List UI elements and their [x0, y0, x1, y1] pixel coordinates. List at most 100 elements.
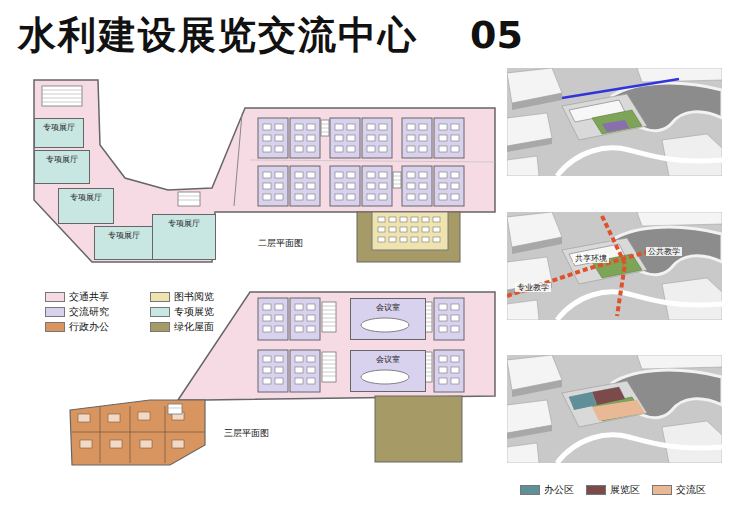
meeting-room: 会议室 — [350, 350, 426, 392]
desk — [439, 135, 447, 141]
legend-text: 专项展览 — [174, 306, 214, 318]
legend-swatch — [150, 322, 170, 332]
legend-text: 交通共享 — [69, 291, 109, 303]
building-side — [507, 282, 552, 296]
stair-tread — [322, 322, 336, 323]
room — [290, 166, 320, 206]
stair-tread — [393, 184, 401, 185]
legend-swatch — [520, 485, 540, 495]
desk — [263, 326, 271, 332]
room-name: 专项展厅 — [95, 230, 153, 241]
flow-arrow — [602, 216, 625, 316]
second-floor-plan — [34, 80, 495, 262]
desk — [295, 146, 303, 152]
desk — [335, 172, 343, 178]
axis-line — [562, 79, 679, 98]
desk — [439, 315, 447, 321]
desk — [400, 217, 407, 222]
desk — [108, 414, 120, 422]
desk — [335, 146, 343, 152]
floor-outline — [178, 292, 495, 400]
exhibition-room: 专项展厅 — [152, 214, 216, 260]
desk — [275, 146, 283, 152]
partition — [100, 406, 101, 463]
desk — [451, 378, 459, 384]
desk — [439, 172, 447, 178]
desk — [295, 183, 303, 189]
stair-tread — [178, 200, 200, 201]
desk — [367, 124, 375, 130]
context-building — [507, 443, 539, 463]
desk — [263, 378, 271, 384]
desk — [335, 194, 343, 200]
green-roof — [357, 212, 460, 262]
desk — [367, 172, 375, 178]
desk — [411, 227, 418, 232]
room — [434, 350, 464, 392]
site — [562, 381, 647, 427]
green-roof — [592, 110, 642, 134]
green-roof — [375, 396, 462, 462]
room — [402, 118, 432, 158]
stair-tread — [321, 128, 329, 129]
legend-swatch — [45, 322, 65, 332]
desk — [307, 135, 315, 141]
site — [562, 238, 647, 284]
stair-tread — [322, 318, 336, 319]
sheet-number: 05 — [470, 14, 523, 58]
room — [290, 350, 320, 392]
legend-swatch — [45, 307, 65, 317]
desk — [389, 237, 396, 242]
desk — [379, 194, 387, 200]
partition — [130, 406, 131, 463]
desk — [80, 440, 92, 448]
desk — [439, 124, 447, 130]
desk — [367, 194, 375, 200]
render-annotation: 公共教学 — [646, 247, 682, 256]
exhibition-room: 专项展厅 — [94, 226, 154, 260]
desk — [347, 194, 355, 200]
desk — [422, 217, 429, 222]
room-name: 会议室 — [351, 354, 425, 365]
room — [362, 166, 392, 206]
courtyard — [602, 120, 629, 132]
desk — [379, 183, 387, 189]
desk — [275, 135, 283, 141]
desk — [419, 183, 427, 189]
desk — [335, 183, 343, 189]
stair-tread — [42, 102, 82, 103]
stair-tread — [42, 94, 82, 95]
road — [557, 148, 722, 176]
desk — [347, 124, 355, 130]
context-building — [662, 421, 722, 463]
room — [402, 166, 432, 206]
exhibition-mass — [592, 387, 625, 405]
desk — [407, 146, 415, 152]
site-render — [507, 68, 722, 176]
render-ground — [507, 355, 722, 463]
site-render — [507, 355, 722, 463]
render-ground — [507, 212, 722, 320]
desk — [295, 304, 303, 310]
desk — [275, 367, 283, 373]
context-building — [637, 68, 722, 82]
desk — [275, 378, 283, 384]
render-annotation: 专业教学 — [515, 283, 551, 292]
building-side — [512, 237, 562, 254]
room-name: 专项展厅 — [153, 218, 215, 229]
desk — [347, 146, 355, 152]
desk — [263, 194, 271, 200]
desk — [347, 172, 355, 178]
page-title: 水利建设展览交流中心 — [18, 14, 418, 58]
context-building — [637, 212, 722, 226]
desk — [451, 326, 459, 332]
desk — [451, 183, 459, 189]
desk — [451, 172, 459, 178]
stair-tread — [322, 356, 336, 357]
desk — [263, 183, 271, 189]
render-ground — [507, 68, 722, 176]
legend-text: 展览区 — [610, 484, 640, 496]
desk — [439, 367, 447, 373]
desk — [378, 237, 385, 242]
